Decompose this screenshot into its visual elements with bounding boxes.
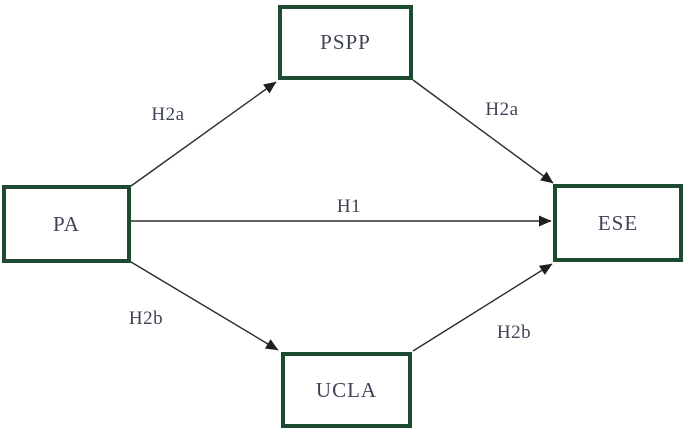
edge-label-h2b-left: H2b: [128, 308, 164, 329]
arrow-pspp-ese: [412, 79, 554, 184]
node-pa-label: PA: [53, 211, 80, 236]
node-ucla-label: UCLA: [315, 377, 378, 402]
arrow-pa-pspp: [130, 81, 277, 187]
edge-label-h2a-left: H2a: [151, 104, 185, 125]
edge-label-h2a-right: H2a: [485, 99, 519, 120]
edge-label-h1: H1: [336, 196, 362, 217]
node-ese: ESE: [553, 184, 683, 262]
node-pspp-label: PSPP: [320, 30, 371, 54]
arrow-pa-ucla: [130, 261, 279, 351]
node-ucla: UCLA: [281, 352, 412, 428]
node-pspp: PSPP: [278, 5, 413, 80]
node-pa: PA: [2, 185, 131, 263]
node-ese-label: ESE: [597, 210, 639, 235]
edge-label-h2b-right: H2b: [496, 322, 532, 343]
